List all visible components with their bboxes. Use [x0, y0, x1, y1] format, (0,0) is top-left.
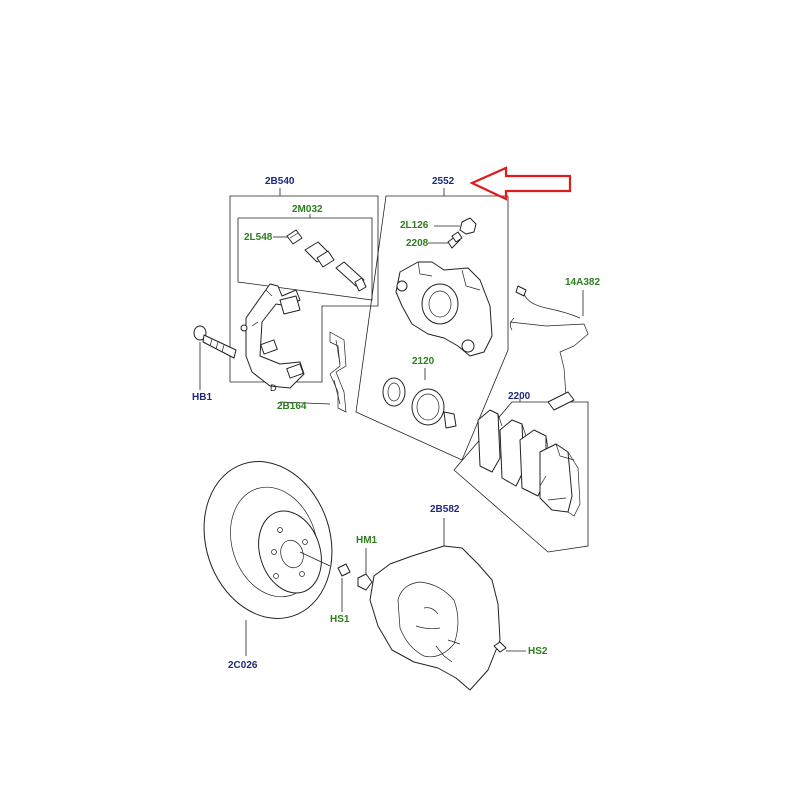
highlight-arrow — [469, 166, 572, 201]
brake-pads — [477, 409, 581, 517]
callout-2120: 2120 — [412, 356, 435, 367]
disc-fixing-hardware — [337, 548, 373, 612]
caliper-carrier-group-frame — [229, 188, 379, 383]
callout-2208: 2208 — [406, 238, 429, 249]
bleed-screw-and-cap — [428, 217, 477, 249]
guide-pin-kit-frame — [237, 214, 373, 301]
dust-shield — [369, 518, 501, 691]
shield-screw — [493, 641, 526, 653]
brake-disc — [203, 461, 333, 656]
spring-clip — [329, 331, 347, 413]
callout-2B582: 2B582 — [430, 504, 460, 515]
guide-pin-parts — [273, 229, 367, 292]
callout-2552: 2552 — [432, 176, 455, 187]
caliper-carrier-bracket: D — [240, 283, 305, 393]
carrier-letter: D — [270, 383, 277, 393]
carrier-bolt — [193, 325, 237, 390]
leader-lines — [279, 401, 331, 405]
callout-2C026: 2C026 — [228, 660, 258, 671]
callout-2L548: 2L548 — [244, 232, 273, 243]
callout-2200: 2200 — [508, 391, 531, 402]
callout-HS1: HS1 — [330, 614, 350, 625]
caliper-group-frame — [355, 188, 509, 461]
wear-sensor — [509, 285, 589, 411]
callout-HB1: HB1 — [192, 392, 213, 403]
callout-2M032: 2M032 — [292, 204, 323, 215]
pads-group-frame — [453, 398, 589, 553]
callout-HM1: HM1 — [356, 535, 378, 546]
callout-2L126: 2L126 — [400, 220, 429, 231]
caliper-body — [395, 261, 493, 357]
callout-HS2: HS2 — [528, 646, 548, 657]
piston-seal-kit — [382, 368, 457, 429]
callout-2B540: 2B540 — [265, 176, 295, 187]
callout-14A382: 14A382 — [565, 277, 601, 288]
callout-2B164: 2B164 — [277, 401, 307, 412]
